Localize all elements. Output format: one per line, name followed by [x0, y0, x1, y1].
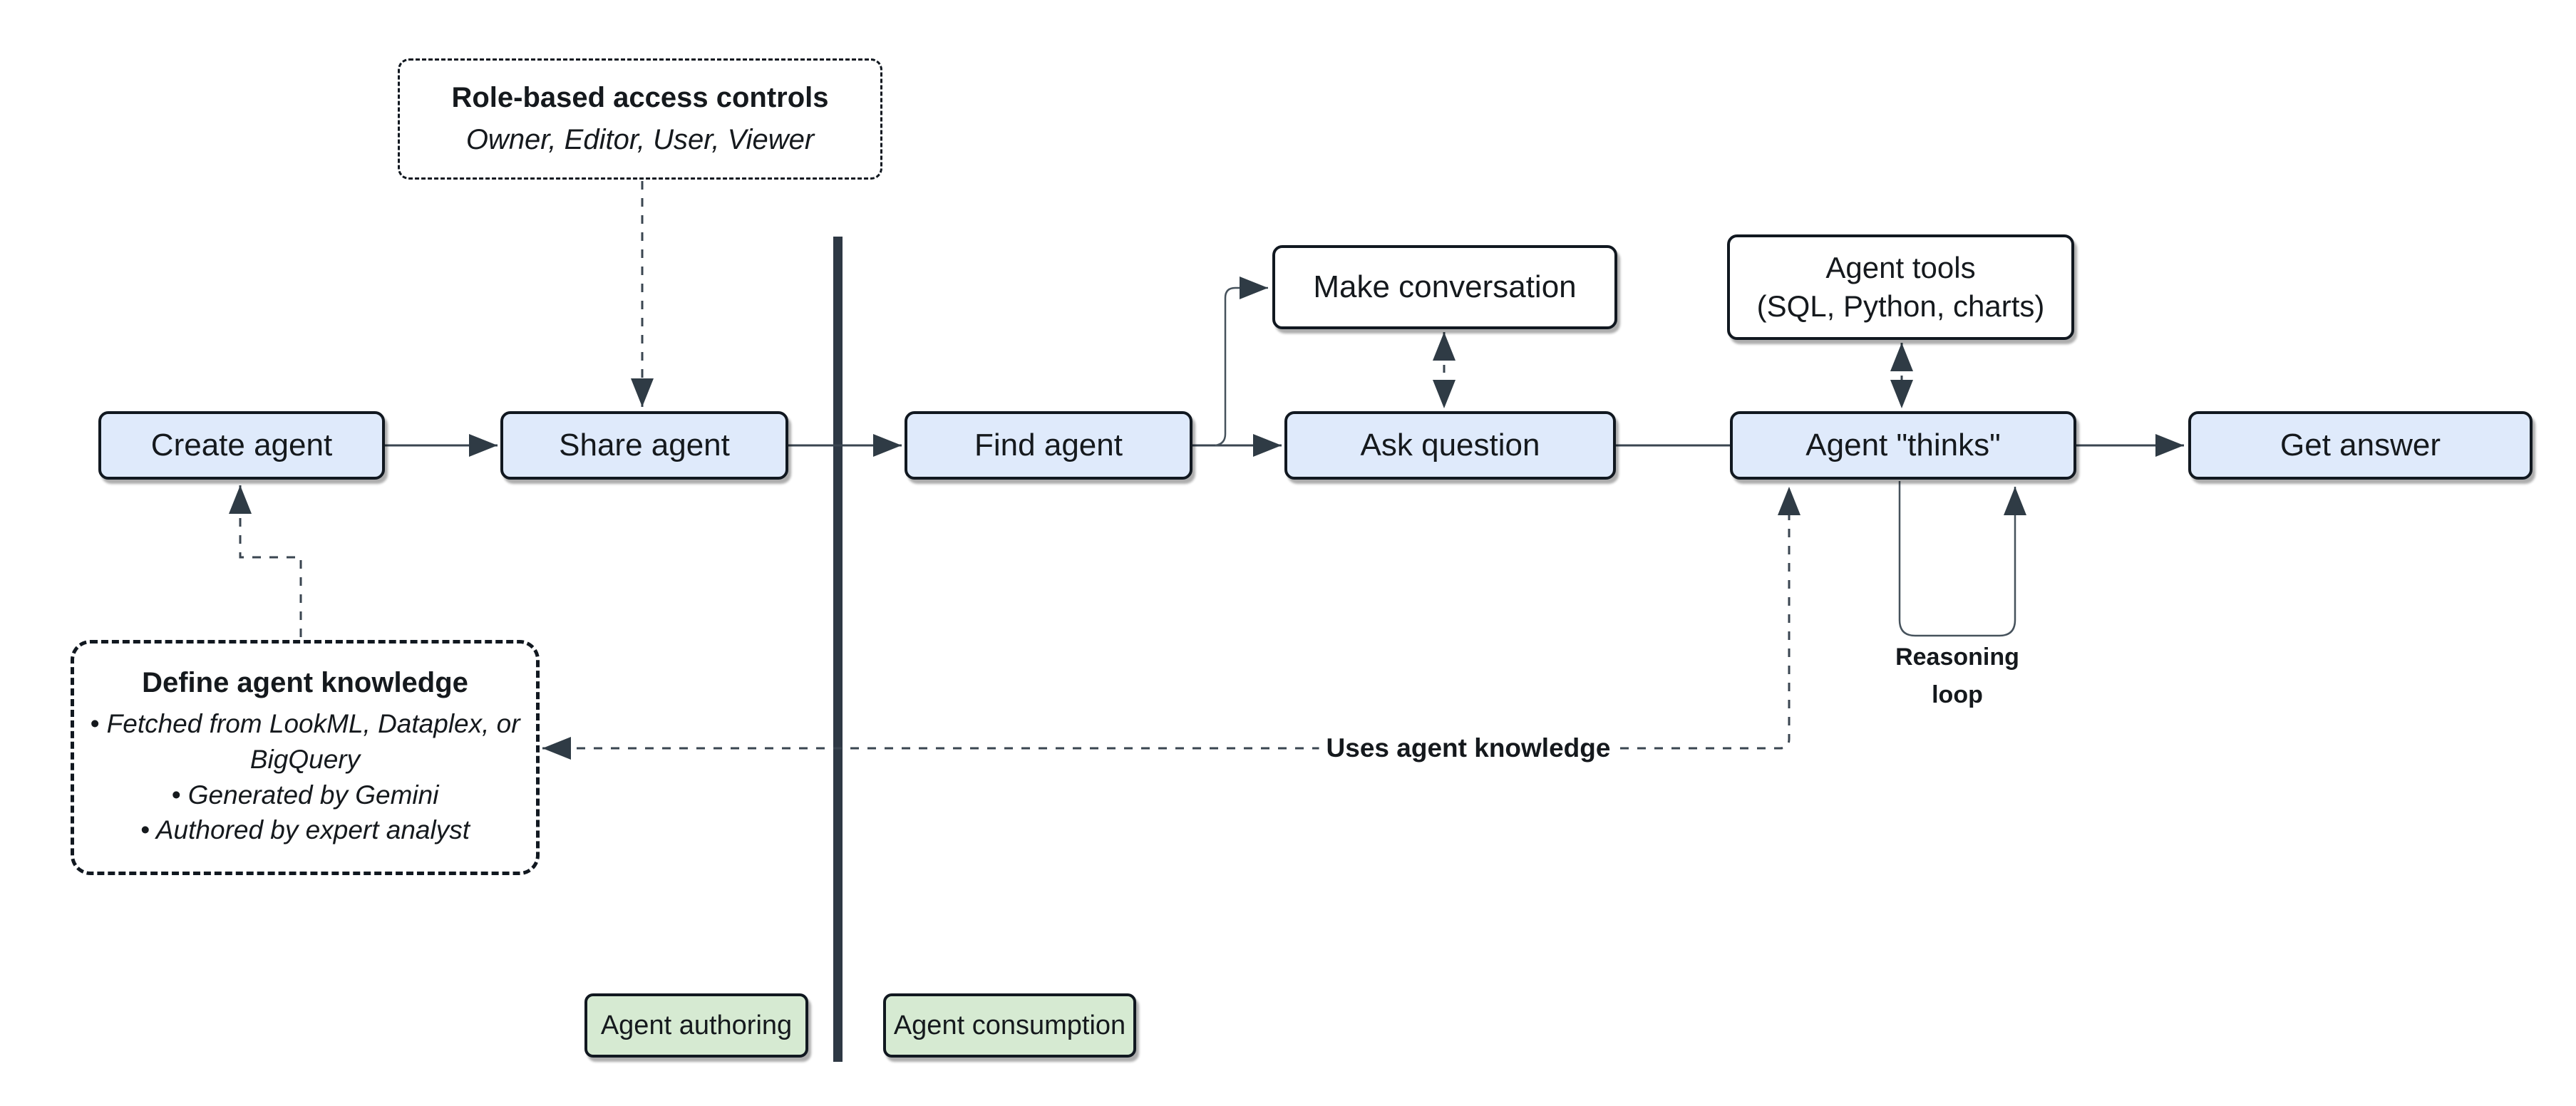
edge-label-uses-agent-knowledge: Uses agent knowledge [1319, 733, 1618, 763]
node-make-conversation: Make conversation [1272, 245, 1617, 329]
node-agent-thinks-label: Agent "thinks" [1805, 428, 2001, 463]
node-get-answer: Get answer [2188, 411, 2533, 480]
zone-label-agent-authoring: Agent authoring [584, 993, 808, 1058]
define-knowledge-bullet-list: Fetched from LookML, Dataplex, or BigQue… [84, 706, 526, 849]
node-find-agent: Find agent [905, 411, 1192, 480]
edge-uses-agent-knowledge [542, 487, 1800, 760]
role-access-title: Role-based access controls [451, 82, 829, 113]
node-share-agent: Share agent [500, 411, 788, 480]
node-agent-tools-line2: (SQL, Python, charts) [1756, 289, 2045, 323]
node-share-agent-label: Share agent [559, 428, 730, 463]
define-knowledge-title: Define agent knowledge [142, 666, 468, 698]
node-agent-thinks: Agent "thinks" [1730, 411, 2076, 480]
node-agent-tools: Agent tools (SQL, Python, charts) [1727, 234, 2074, 340]
node-get-answer-label: Get answer [2280, 428, 2441, 463]
edge-find-to-make-conversation [1215, 276, 1268, 447]
edge-label-reasoning-loop: Reasoning loop [1895, 644, 2019, 708]
node-make-conversation-label: Make conversation [1313, 269, 1577, 305]
node-find-agent-label: Find agent [974, 428, 1123, 463]
role-access-subtitle: Owner, Editor, User, Viewer [465, 124, 815, 155]
node-agent-tools-line1: Agent tools [1825, 251, 1976, 285]
edge-reasoning-loop [1898, 481, 2026, 637]
node-ask-question: Ask question [1284, 411, 1616, 480]
define-knowledge-bullet: Generated by Gemini [84, 777, 526, 813]
define-knowledge-bullet: Authored by expert analyst [84, 812, 526, 848]
define-knowledge-bullet: Fetched from LookML, Dataplex, or BigQue… [84, 706, 526, 777]
annotation-define-knowledge: Define agent knowledge Fetched from Look… [71, 640, 540, 875]
zone-label-agent-consumption: Agent consumption [883, 993, 1136, 1058]
edge-define-knowledge-to-create [229, 485, 302, 637]
annotation-role-access: Role-based access controls Owner, Editor… [398, 58, 882, 180]
node-create-agent-label: Create agent [150, 428, 333, 463]
node-ask-question-label: Ask question [1360, 428, 1540, 463]
zone-agent-authoring-text: Agent authoring [600, 1010, 793, 1040]
node-create-agent: Create agent [98, 411, 385, 480]
zone-agent-consumption-text: Agent consumption [893, 1010, 1126, 1040]
